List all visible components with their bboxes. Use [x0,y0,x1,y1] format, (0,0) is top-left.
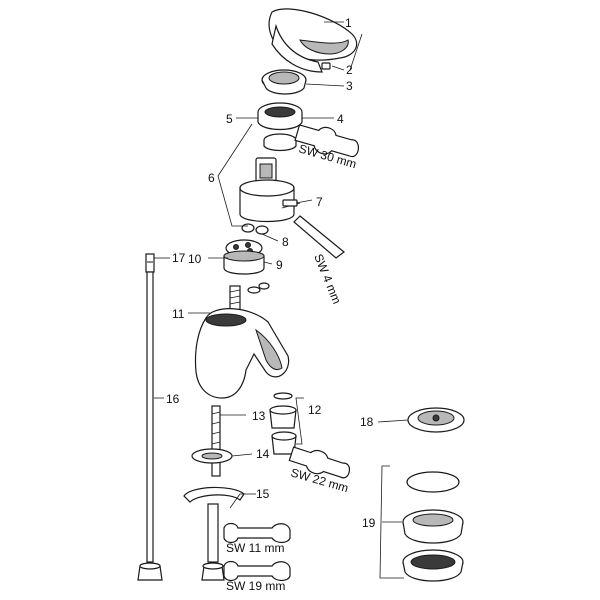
small-fittings [247,282,270,294]
grub-screw [321,62,331,70]
drain-set [402,471,464,582]
supply-hose [137,253,163,581]
label-part-3: 3 [346,79,353,93]
cartridge-base [223,239,265,275]
label-part-15: 15 [256,487,270,501]
label-part-13: 13 [252,409,266,423]
drain-cap [407,407,465,433]
label-part-11: 11 [172,307,185,321]
label-part-1: 1 [345,16,352,30]
threaded-stud [211,405,221,477]
label-part-14: 14 [256,447,270,461]
aerator [269,392,297,455]
wrench-sw30 [294,124,359,158]
label-part-19: 19 [362,516,376,530]
label-sw11: SW 11 mm [226,541,284,555]
label-sw4: SW 4 mm [311,252,344,306]
tap-body [194,285,290,399]
cover-ring [261,69,307,95]
label-part-7: 7 [316,195,323,209]
label-part-5: 5 [226,112,233,126]
label-part-2: 2 [346,63,353,77]
washer [191,448,233,464]
label-part-12: 12 [308,403,322,417]
label-part-4: 4 [337,112,344,126]
label-part-6: 6 [208,171,215,185]
threaded-ring [257,102,303,152]
wrench-sw11 [223,522,291,544]
label-part-8: 8 [282,235,289,249]
label-part-18: 18 [360,415,374,429]
label-sw19: SW 19 mm [226,579,285,593]
label-part-16: 16 [166,392,180,406]
mounting-plate [183,486,245,581]
wrench-sw19 [223,560,291,582]
cartridge [239,157,295,223]
o-rings [241,223,269,235]
leader-lines [154,21,409,579]
label-part-10: 10 [188,252,202,266]
lever-handle [268,8,358,73]
wrench-sw22 [288,446,350,479]
allen-key [281,199,345,259]
label-part-9: 9 [276,258,283,272]
label-part-17: 17 [172,251,186,265]
part-labels: 1 2 3 4 5 6 7 8 9 10 11 12 13 14 15 16 1… [166,16,376,530]
